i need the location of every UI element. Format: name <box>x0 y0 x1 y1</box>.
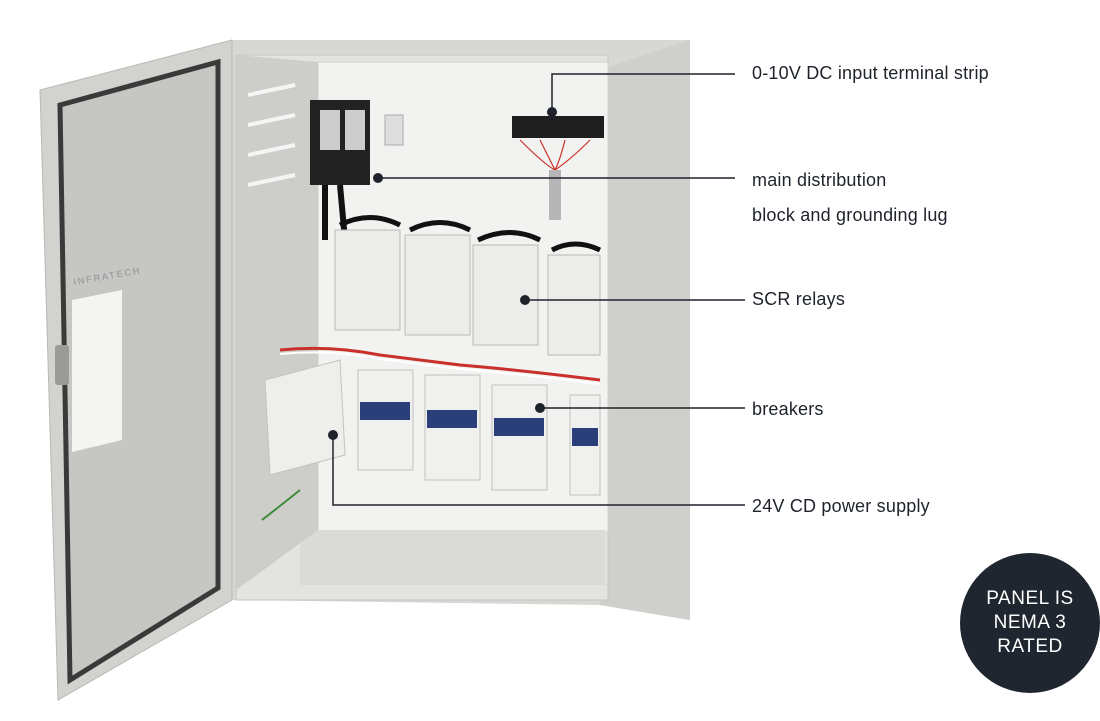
scr-relays <box>334 229 601 356</box>
enclosure-door: INFRATECH <box>39 39 233 701</box>
badge-line: NEMA 3 <box>993 612 1067 633</box>
nema-rating-badge: PANEL IS NEMA 3 RATED <box>960 553 1100 693</box>
callout-breakers: breakers <box>752 399 824 419</box>
callout-lines <box>332 73 745 506</box>
breakers <box>357 369 601 496</box>
callout-dot <box>373 173 383 183</box>
callout-scr-relays: SCR relays <box>752 289 846 309</box>
callout-dot <box>547 107 557 117</box>
callout-main-distribution: main distribution <box>752 170 887 190</box>
distribution-block <box>310 100 404 241</box>
badge-line: RATED <box>997 636 1063 657</box>
callout-dot <box>535 403 545 413</box>
callout-dot <box>328 430 338 440</box>
badge-line: PANEL IS <box>986 588 1074 609</box>
callout-terminal-strip: 0-10V DC input terminal strip <box>752 63 989 83</box>
callout-grounding-lug: block and grounding lug <box>752 205 948 225</box>
terminal-strip <box>512 116 604 220</box>
callout-dots <box>328 107 557 440</box>
callout-dot <box>520 295 530 305</box>
door-latch-icon <box>55 345 69 385</box>
callout-power-supply: 24V CD power supply <box>752 496 930 516</box>
power-supply <box>264 359 346 476</box>
